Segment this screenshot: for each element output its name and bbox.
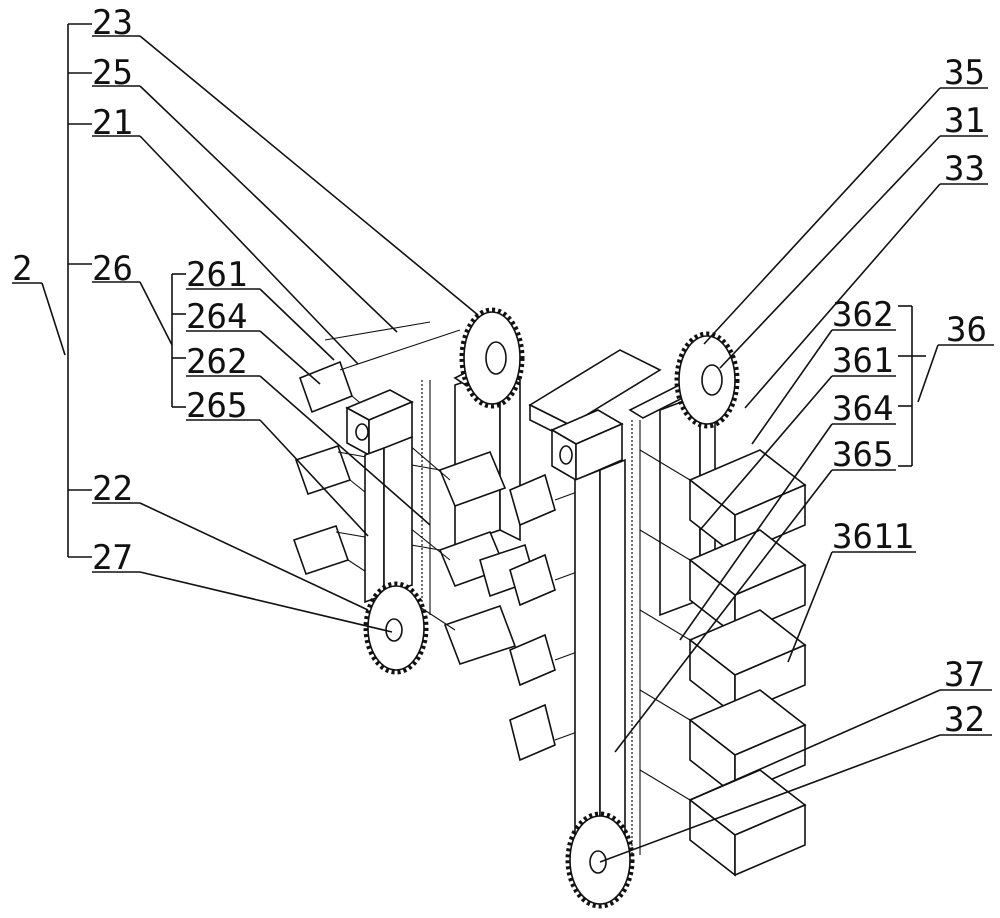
left-buckets-rear xyxy=(292,360,536,665)
label-25: 25 xyxy=(92,53,133,93)
label-33: 33 xyxy=(944,149,985,189)
label-21: 21 xyxy=(92,103,133,143)
right-buckets-front xyxy=(688,449,807,877)
label-365: 365 xyxy=(832,435,893,475)
label-37: 37 xyxy=(944,655,985,695)
left-assembly xyxy=(292,307,536,675)
label-31: 31 xyxy=(944,101,985,141)
label-362: 362 xyxy=(832,295,893,335)
label-261: 261 xyxy=(186,255,247,295)
left-bracket xyxy=(67,23,186,558)
label-264: 264 xyxy=(186,297,247,337)
reference-labels: 2 23 25 21 26 261 264 262 265 22 27 35 3… xyxy=(12,3,987,740)
right-bracket xyxy=(898,305,926,467)
label-27: 27 xyxy=(92,538,133,578)
label-26: 26 xyxy=(92,249,133,289)
label-32: 32 xyxy=(944,700,985,740)
right-buckets-rear xyxy=(509,473,556,762)
label-3611: 3611 xyxy=(832,517,914,557)
label-35: 35 xyxy=(944,53,985,93)
leader-lines xyxy=(12,35,994,863)
label-2: 2 xyxy=(12,249,32,289)
label-22: 22 xyxy=(92,469,133,509)
label-361: 361 xyxy=(832,341,893,381)
label-364: 364 xyxy=(832,389,893,429)
label-265: 265 xyxy=(186,386,247,426)
label-23: 23 xyxy=(92,3,133,43)
label-262: 262 xyxy=(186,342,247,382)
right-assembly xyxy=(509,331,807,909)
label-36: 36 xyxy=(946,310,987,350)
